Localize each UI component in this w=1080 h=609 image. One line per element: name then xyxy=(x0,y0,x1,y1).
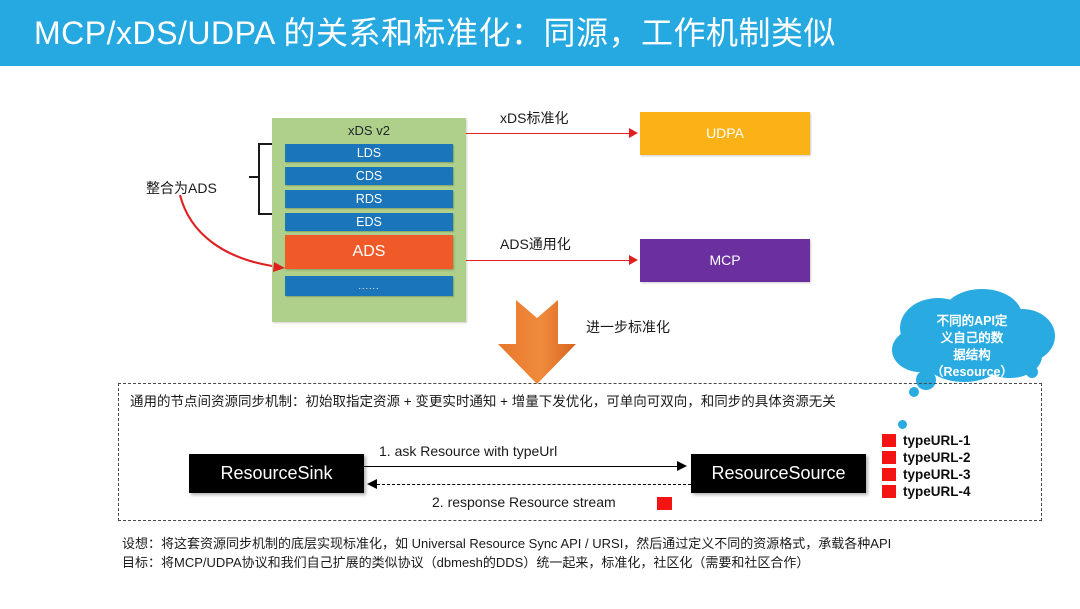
cloud-line-3: 据结构 xyxy=(953,348,991,362)
response-stream-arrow-head xyxy=(367,479,377,489)
typeurl-label: typeURL-4 xyxy=(903,484,971,499)
ads-generalize-label: ADS通用化 xyxy=(500,236,571,252)
response-stream-chip-icon xyxy=(657,497,672,510)
xds-row-more: ...... xyxy=(285,276,453,296)
response-stream-label: 2. response Resource stream xyxy=(432,494,616,510)
footnote-line-1: 设想：将这套资源同步机制的底层实现标准化，如 Universal Resourc… xyxy=(122,536,892,551)
typeurl-label: typeURL-3 xyxy=(903,467,971,482)
typeurl-legend: typeURL-1 typeURL-2 typeURL-3 typeURL-4 xyxy=(882,432,971,500)
typeurl-chip-icon xyxy=(882,485,896,498)
typeurl-label: typeURL-1 xyxy=(903,433,971,448)
sync-mechanism-headline: 通用的节点间资源同步机制：初始取指定资源 + 变更实时通知 + 增量下发优化，可… xyxy=(130,394,836,409)
xds-standardize-arrow-line xyxy=(466,133,631,134)
list-item: typeURL-4 xyxy=(882,483,971,500)
typeurl-label: typeURL-2 xyxy=(903,450,971,465)
sync-mechanism-panel xyxy=(118,383,1042,521)
cloud-text: 不同的API定 义自己的数 据结构 （Resource） xyxy=(898,313,1046,381)
xds-v2-title: xDS v2 xyxy=(348,123,390,138)
typeurl-chip-icon xyxy=(882,468,896,481)
xds-row-cds: CDS xyxy=(285,167,453,185)
further-standardize-down-arrow-icon xyxy=(498,300,576,384)
ads-generalize-arrow-line xyxy=(466,260,631,261)
ask-request-label: 1. ask Resource with typeUrl xyxy=(379,443,558,459)
xds-standardize-arrow-head xyxy=(629,128,638,138)
xds-v2-container: xDS v2 LDS CDS RDS EDS ADS ...... xyxy=(272,118,466,322)
cloud-line-1: 不同的API定 xyxy=(936,314,1008,328)
cloud-shape-icon xyxy=(892,289,1055,397)
typeurl-chip-icon xyxy=(882,451,896,464)
ads-generalize-arrow-head xyxy=(629,255,638,265)
footnote-line-2: 目标：将MCP/UDPA协议和我们自己扩展的类似协议（dbmesh的DDS）统一… xyxy=(122,555,810,570)
list-item: typeURL-1 xyxy=(882,432,971,449)
udpa-box: UDPA xyxy=(640,112,810,155)
further-standardize-label: 进一步标准化 xyxy=(586,319,670,335)
title-banner xyxy=(0,0,1080,66)
page-title: MCP/xDS/UDPA 的关系和标准化：同源，工作机制类似 xyxy=(34,15,837,51)
mcp-box: MCP xyxy=(640,239,810,282)
xds-row-lds: LDS xyxy=(285,144,453,162)
footnotes: 设想：将这套资源同步机制的底层实现标准化，如 Universal Resourc… xyxy=(122,534,1052,572)
cloud-line-4: （Resource） xyxy=(931,365,1013,379)
typeurl-chip-icon xyxy=(882,434,896,447)
resource-sink-box: ResourceSink xyxy=(189,454,364,493)
merge-into-ads-curved-arrow xyxy=(178,194,285,272)
legend-blue-dot-icon xyxy=(898,420,907,429)
ask-request-arrow-line xyxy=(364,466,679,467)
resource-source-box: ResourceSource xyxy=(691,454,866,493)
xds-row-rds: RDS xyxy=(285,190,453,208)
list-item: typeURL-2 xyxy=(882,449,971,466)
cloud-line-2: 义自己的数 xyxy=(940,331,1004,345)
response-stream-arrow-line xyxy=(377,484,691,485)
xds-row-eds: EDS xyxy=(285,213,453,231)
xds-row-ads: ADS xyxy=(285,235,453,269)
merge-into-ads-label: 整合为ADS xyxy=(146,180,217,196)
list-item: typeURL-3 xyxy=(882,466,971,483)
xds-standardize-label: xDS标准化 xyxy=(500,110,569,126)
xds-group-bracket xyxy=(258,143,272,215)
xds-bracket-tick xyxy=(249,176,259,178)
ask-request-arrow-head xyxy=(677,461,687,471)
